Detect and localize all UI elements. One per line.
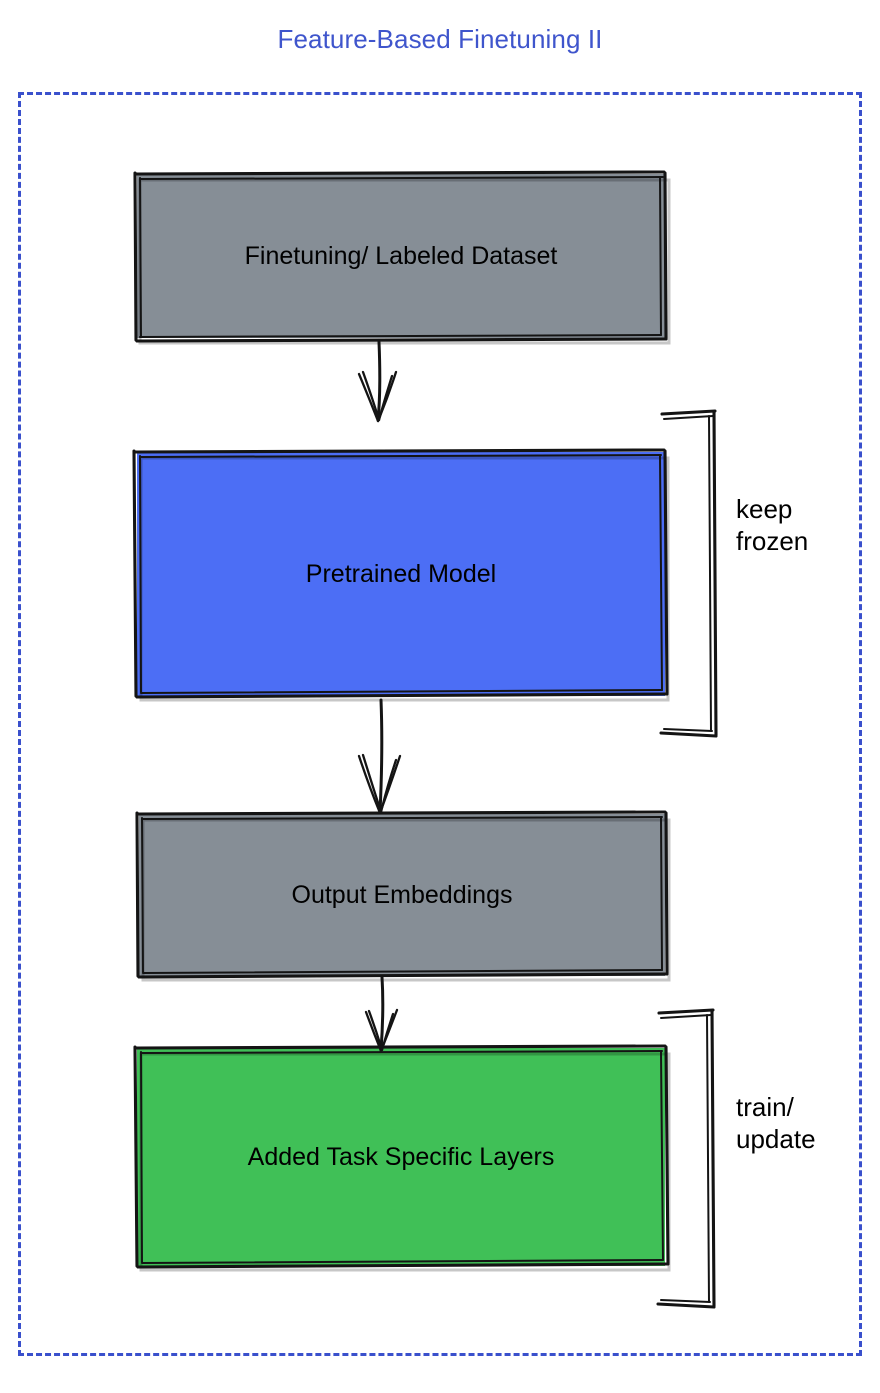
bracket-label-keep-frozen: keep frozen bbox=[736, 494, 809, 556]
node-outline-finetuning-labeled-dataset bbox=[133, 170, 671, 345]
node-output-embeddings[interactable]: Output Embeddings bbox=[139, 814, 665, 976]
node-label: Added Task Specific Layers bbox=[247, 1143, 555, 1171]
node-outline-output-embeddings bbox=[135, 810, 671, 982]
bracket-keep-frozen bbox=[659, 409, 718, 738]
node-outline-added-task-specific-layers bbox=[133, 1044, 671, 1272]
node-label: Finetuning/ Labeled Dataset bbox=[244, 242, 558, 270]
bracket-train-update bbox=[656, 1008, 716, 1309]
bracket-label-train-update: train/ update bbox=[736, 1092, 816, 1154]
page-title: Feature-Based Finetuning II bbox=[277, 24, 603, 54]
node-finetuning-labeled-dataset[interactable]: Finetuning/ Labeled Dataset bbox=[137, 174, 665, 338]
node-label: Pretrained Model bbox=[305, 560, 497, 588]
arrow-dataset-to-pretrained bbox=[357, 340, 398, 423]
node-outline-pretrained-model bbox=[132, 448, 670, 702]
node-added-task-specific-layers[interactable]: Added Task Specific Layers bbox=[137, 1048, 665, 1266]
node-label: Output Embeddings bbox=[291, 881, 513, 909]
node-pretrained-model[interactable]: Pretrained Model bbox=[137, 452, 665, 696]
arrow-pretrained-to-embeddings bbox=[357, 698, 402, 815]
arrow-embeddings-to-layers bbox=[364, 975, 399, 1053]
